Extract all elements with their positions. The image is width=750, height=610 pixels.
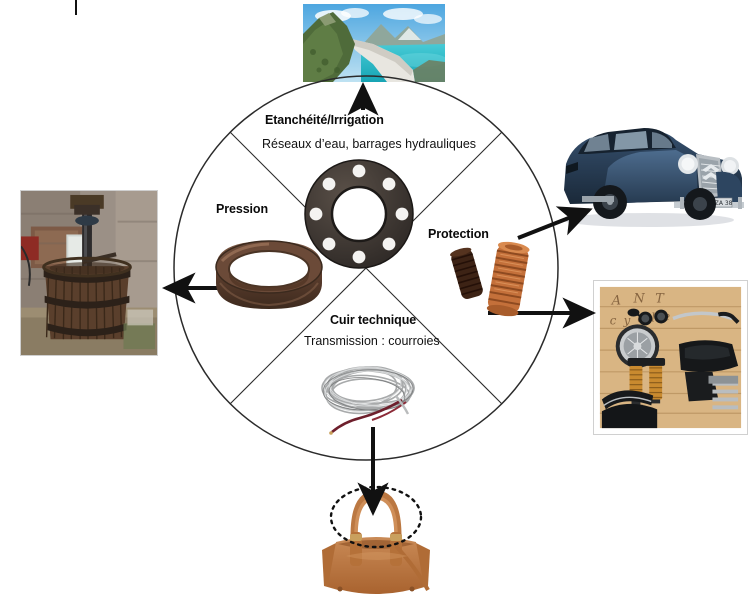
quadrant-label-etancheite: Etanchéité/Irrigation: [265, 113, 384, 127]
svg-text:y: y: [623, 313, 631, 327]
svg-text:N: N: [632, 292, 645, 307]
leather-handbag-photo: [296, 470, 456, 608]
svg-text:A: A: [611, 294, 621, 309]
top-left-tick-mark: [75, 0, 77, 15]
quadrant-label-protection: Protection: [428, 227, 489, 241]
quadrant-label-pression: Pression: [216, 202, 269, 216]
svg-text:l: l: [651, 310, 655, 324]
quadrant-sublabel-etancheite: Réseaux d’eau, barrages hydrauliques: [262, 137, 477, 151]
wooden-wine-press-photo: [20, 190, 158, 356]
quadrant-label-cuir-technique: Cuir technique: [330, 313, 417, 327]
coiled-belt-cable-icon: [321, 365, 415, 435]
rubber-flange-gasket-icon: [304, 159, 414, 269]
svg-text:c: c: [610, 313, 617, 327]
classic-motorcycle-photo: A N T c y c l e: [593, 280, 748, 435]
ribbed-bellows-icon: [450, 241, 530, 317]
oil-seal-ring-icon: [215, 240, 323, 309]
hydroelectric-dam-photo: [303, 4, 445, 82]
quadrant-sublabel-cuir-technique: Transmission : courroies: [304, 334, 440, 348]
vintage-car-photo: 2635 ZA 38: [548, 108, 748, 234]
svg-text:T: T: [655, 292, 665, 307]
